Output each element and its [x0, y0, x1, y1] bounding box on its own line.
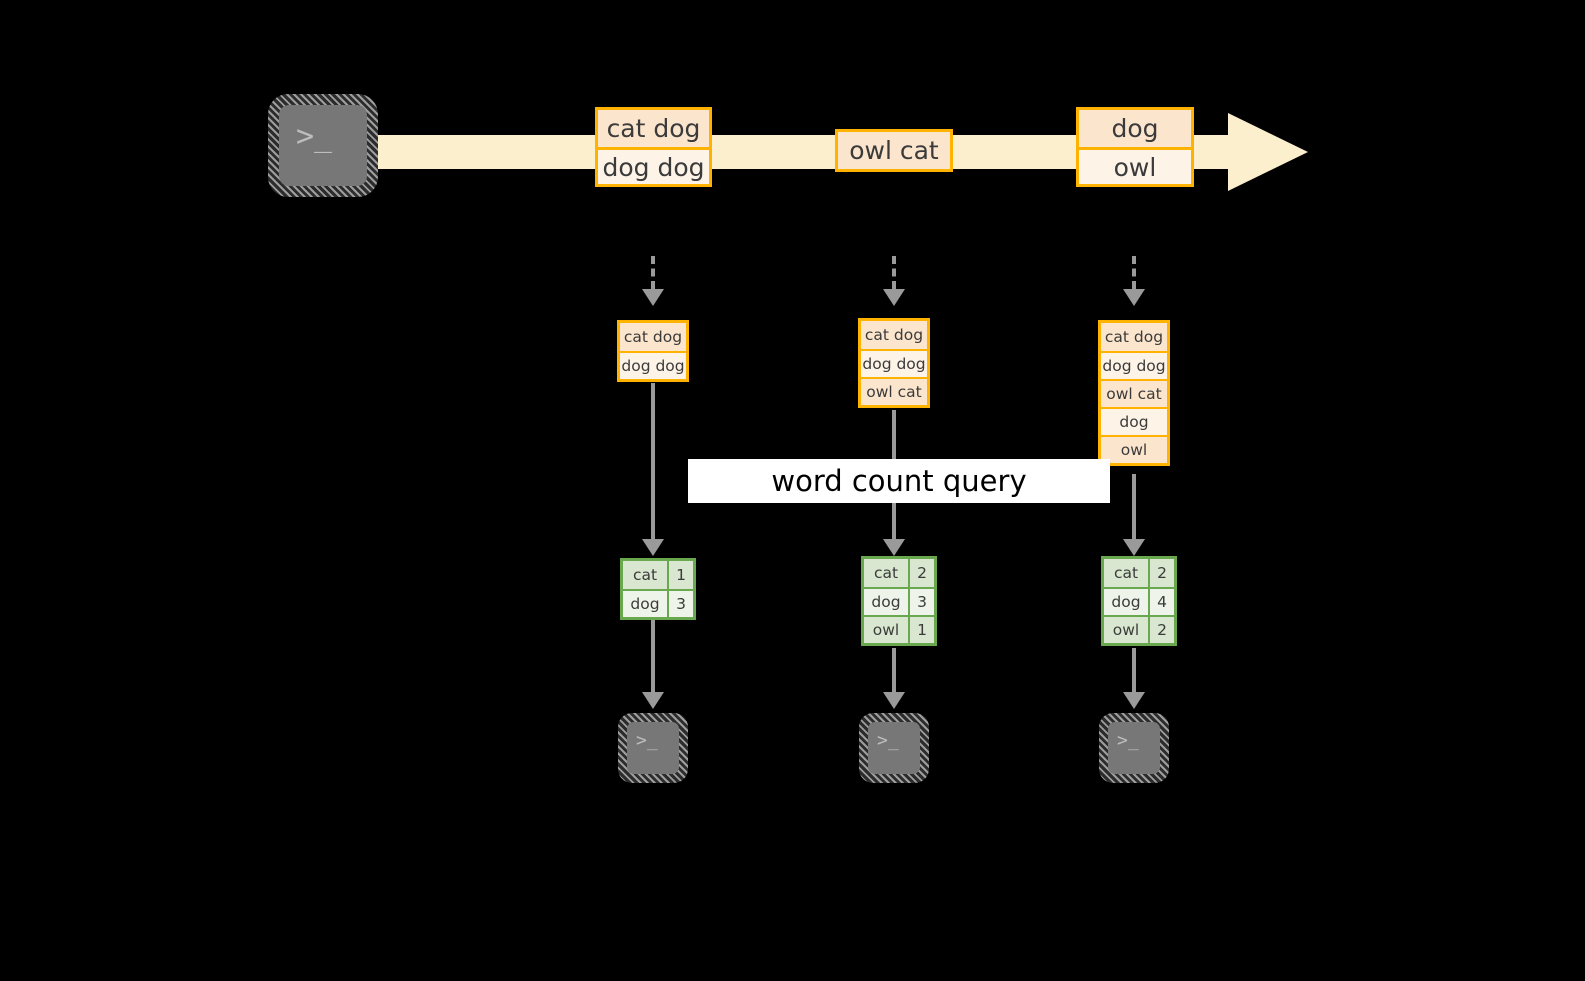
- sink-terminal-icon-2[interactable]: >_: [859, 713, 929, 783]
- result-count: 2: [908, 559, 934, 587]
- sink-arrow-3: [1123, 692, 1145, 709]
- source-terminal-icon[interactable]: >_: [268, 94, 378, 197]
- query-label-band: word count query: [688, 459, 1110, 503]
- terminal-screen: >_: [279, 105, 367, 186]
- snapshot-feed-line-2: [892, 256, 896, 289]
- table-row: cat 2: [864, 559, 934, 587]
- snapshot-input-line: owl: [1101, 435, 1167, 463]
- stream-arrowhead-icon: [1228, 113, 1308, 191]
- query-arrow-3: [1123, 539, 1145, 556]
- snapshot-input-2: cat dog dog dog owl cat: [858, 318, 930, 408]
- result-count: 4: [1148, 589, 1174, 615]
- result-count: 2: [1148, 559, 1174, 587]
- sink-line-1: [651, 620, 655, 692]
- query-label-text: word count query: [771, 464, 1027, 498]
- table-row: dog 4: [1104, 587, 1174, 615]
- result-count: 3: [908, 589, 934, 615]
- stream-event-line: owl cat: [838, 132, 950, 169]
- terminal-prompt-glyph: >_: [636, 730, 658, 751]
- terminal-prompt-glyph: >_: [1117, 730, 1139, 751]
- result-table-1: cat 1 dog 3: [620, 558, 696, 620]
- result-count: 2: [1148, 617, 1174, 643]
- stream-event-line: dog dog: [598, 147, 709, 184]
- snapshot-input-line: dog: [1101, 407, 1167, 435]
- result-word: dog: [864, 589, 908, 615]
- table-row: dog 3: [864, 587, 934, 615]
- snapshot-feed-line-1: [651, 256, 655, 289]
- stream-event-line: owl: [1079, 147, 1191, 184]
- table-row: owl 2: [1104, 615, 1174, 643]
- terminal-prompt-glyph: >_: [877, 730, 899, 751]
- result-table-2: cat 2 dog 3 owl 1: [861, 556, 937, 646]
- table-row: cat 1: [623, 561, 693, 589]
- result-table-3: cat 2 dog 4 owl 2: [1101, 556, 1177, 646]
- stream-event-3: dog owl: [1076, 107, 1194, 187]
- query-arrow-2: [883, 539, 905, 556]
- stream-event-line: dog: [1079, 110, 1191, 147]
- snapshot-input-line: cat dog: [861, 321, 927, 349]
- snapshot-input-3: cat dog dog dog owl cat dog owl: [1098, 320, 1170, 466]
- snapshot-input-line: cat dog: [1101, 323, 1167, 351]
- sink-terminal-icon-1[interactable]: >_: [618, 713, 688, 783]
- stream-event-1: cat dog dog dog: [595, 107, 712, 187]
- snapshot-input-line: dog dog: [620, 351, 686, 379]
- snapshot-input-line: cat dog: [620, 323, 686, 351]
- stream-event-line: cat dog: [598, 110, 709, 147]
- snapshot-input-line: dog dog: [861, 349, 927, 377]
- terminal-screen: >_: [868, 722, 920, 774]
- result-word: owl: [864, 617, 908, 643]
- result-count: 1: [908, 617, 934, 643]
- result-word: cat: [623, 561, 667, 589]
- sink-arrow-1: [642, 692, 664, 709]
- snapshot-feed-arrow-2: [883, 289, 905, 306]
- result-word: cat: [1104, 559, 1148, 587]
- result-count: 1: [667, 561, 693, 589]
- terminal-screen: >_: [1108, 722, 1160, 774]
- result-word: cat: [864, 559, 908, 587]
- sink-terminal-icon-3[interactable]: >_: [1099, 713, 1169, 783]
- snapshot-feed-arrow-1: [642, 289, 664, 306]
- snapshot-input-1: cat dog dog dog: [617, 320, 689, 382]
- sink-arrow-2: [883, 692, 905, 709]
- snapshot-feed-line-3: [1132, 256, 1136, 289]
- stream-event-2: owl cat: [835, 129, 953, 172]
- snapshot-input-line: owl cat: [861, 377, 927, 405]
- result-word: owl: [1104, 617, 1148, 643]
- snapshot-input-line: owl cat: [1101, 379, 1167, 407]
- sink-line-2: [892, 648, 896, 692]
- sink-line-3: [1132, 648, 1136, 692]
- terminal-screen: >_: [627, 722, 679, 774]
- table-row: dog 3: [623, 589, 693, 617]
- query-line-3: [1132, 474, 1136, 539]
- query-line-1: [651, 383, 655, 539]
- terminal-prompt-glyph: >_: [296, 119, 333, 154]
- result-count: 3: [667, 591, 693, 617]
- query-arrow-1: [642, 539, 664, 556]
- result-word: dog: [1104, 589, 1148, 615]
- table-row: owl 1: [864, 615, 934, 643]
- snapshot-input-line: dog dog: [1101, 351, 1167, 379]
- snapshot-feed-arrow-3: [1123, 289, 1145, 306]
- result-word: dog: [623, 591, 667, 617]
- table-row: cat 2: [1104, 559, 1174, 587]
